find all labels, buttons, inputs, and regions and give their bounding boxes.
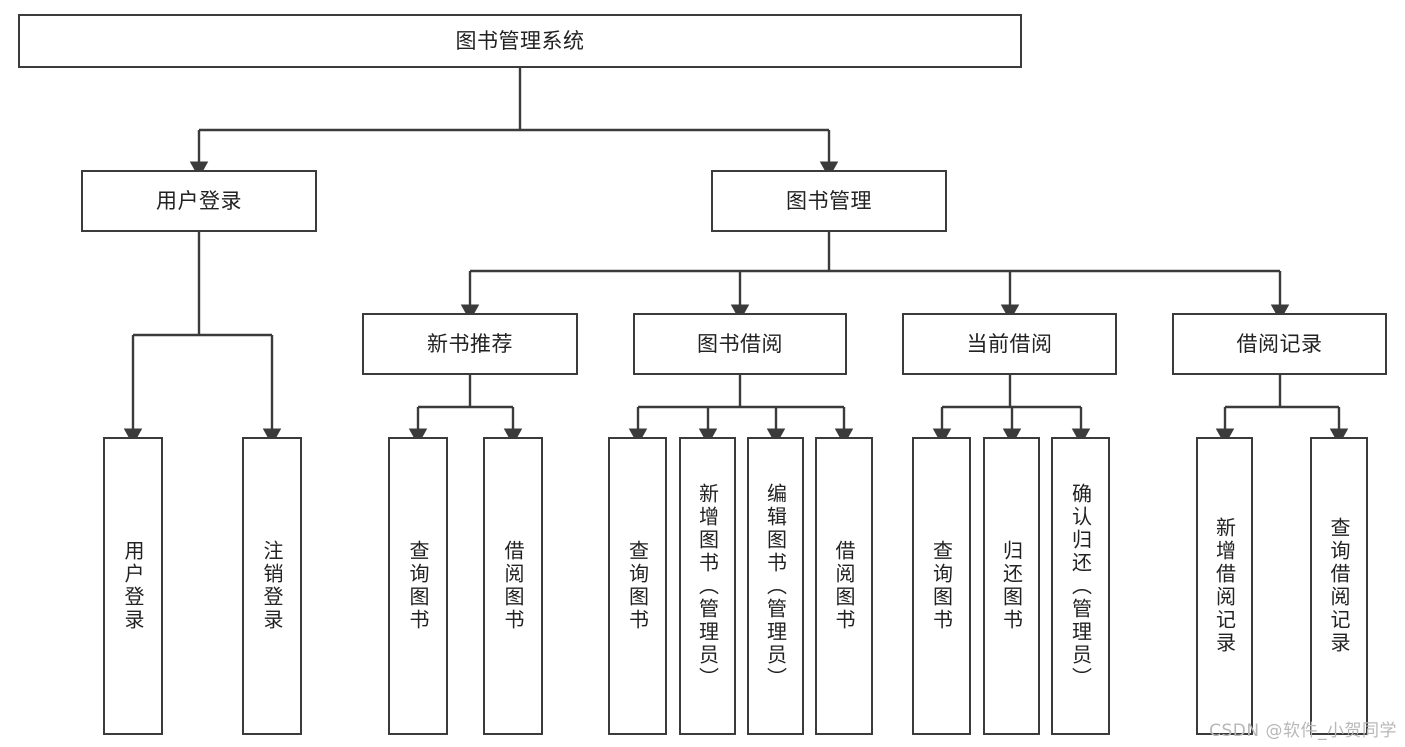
node-label: 借阅记录 <box>1236 331 1323 356</box>
node-label: 图书管理 <box>786 188 872 213</box>
node-label: 查询借阅记录 <box>1327 517 1351 655</box>
node-leaf-borrow-book-2[interactable]: 借阅图书 <box>815 437 873 735</box>
node-label: 图书管理系统 <box>455 28 585 53</box>
node-label: 新增图书（管理员） <box>695 482 720 690</box>
node-label: 图书借阅 <box>697 331 783 356</box>
node-leaf-add-book[interactable]: 新增图书（管理员） <box>679 437 736 735</box>
node-label: 查询图书 <box>625 540 650 632</box>
node-book-manage[interactable]: 图书管理 <box>711 170 947 232</box>
node-leaf-logout-login[interactable]: 注销登录 <box>242 437 302 735</box>
node-borrow-record[interactable]: 借阅记录 <box>1172 313 1387 375</box>
node-label: 新增借阅记录 <box>1212 517 1237 655</box>
node-leaf-user-login[interactable]: 用户登录 <box>103 437 163 735</box>
node-leaf-return-book[interactable]: 归还图书 <box>983 437 1040 735</box>
node-current-borrow[interactable]: 当前借阅 <box>902 313 1117 375</box>
node-leaf-query-book-3[interactable]: 查询图书 <box>912 437 971 735</box>
node-label: 借阅图书 <box>832 540 856 632</box>
node-label: 查询图书 <box>929 540 954 632</box>
node-label: 当前借阅 <box>966 331 1053 356</box>
node-leaf-edit-book[interactable]: 编辑图书（管理员） <box>747 437 804 735</box>
node-new-book-recommend[interactable]: 新书推荐 <box>362 313 578 375</box>
node-label: 注销登录 <box>260 540 284 632</box>
node-root[interactable]: 图书管理系统 <box>18 14 1022 68</box>
node-label: 用户登录 <box>121 540 145 632</box>
node-label: 查询图书 <box>406 540 430 632</box>
node-leaf-add-record[interactable]: 新增借阅记录 <box>1196 437 1253 735</box>
node-label: 编辑图书（管理员） <box>763 482 788 690</box>
node-leaf-query-book-1[interactable]: 查询图书 <box>388 437 448 735</box>
node-leaf-query-record[interactable]: 查询借阅记录 <box>1310 437 1368 735</box>
node-label: 用户登录 <box>156 188 242 213</box>
node-label: 归还图书 <box>999 540 1024 632</box>
node-label: 确认归还（管理员） <box>1068 482 1093 690</box>
node-leaf-query-book-2[interactable]: 查询图书 <box>608 437 667 735</box>
watermark-text: CSDN @软件_小贺同学 <box>1209 721 1397 741</box>
node-label: 新书推荐 <box>427 331 513 356</box>
node-book-borrow[interactable]: 图书借阅 <box>633 313 847 375</box>
node-user-login[interactable]: 用户登录 <box>81 170 317 232</box>
node-leaf-confirm-return[interactable]: 确认归还（管理员） <box>1051 437 1110 735</box>
node-label: 借阅图书 <box>501 540 525 632</box>
node-leaf-borrow-book-1[interactable]: 借阅图书 <box>483 437 543 735</box>
